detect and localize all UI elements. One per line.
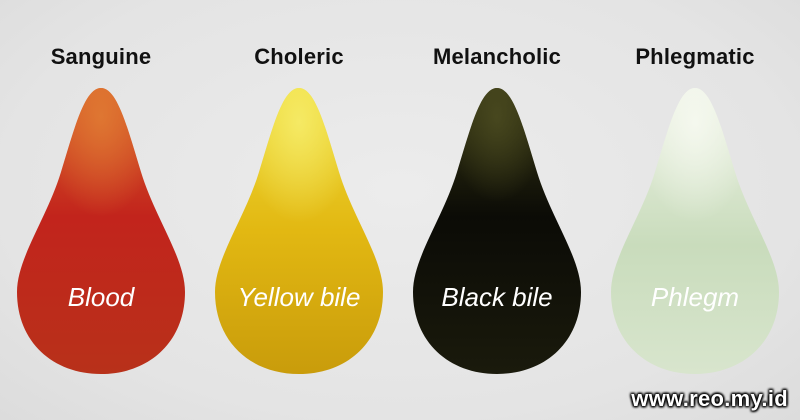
drop-shape bbox=[17, 88, 185, 374]
temperament-title: Melancholic bbox=[432, 44, 562, 69]
fluid-label: Phlegm bbox=[650, 282, 740, 312]
fluid-label: Yellow bile bbox=[237, 282, 361, 312]
fluid-label: Black bile bbox=[441, 282, 553, 312]
drop-shape bbox=[611, 88, 779, 374]
temperament-title: Choleric bbox=[254, 44, 344, 69]
temperament-title: Sanguine bbox=[50, 44, 152, 69]
drop-shape bbox=[413, 88, 581, 374]
humor-melancholic: Melancholic Black bile bbox=[402, 0, 592, 420]
drop-shape bbox=[215, 88, 383, 374]
blood-drop: Blood bbox=[13, 86, 189, 376]
fluid-label: Blood bbox=[67, 282, 135, 312]
watermark: www.reo.my.id bbox=[631, 386, 788, 411]
black-bile-drop: Black bile bbox=[409, 86, 585, 376]
humor-sanguine: Sanguine Blood bbox=[6, 0, 196, 420]
temperament-title: Phlegmatic bbox=[635, 44, 755, 69]
yellow-bile-drop: Yellow bile bbox=[211, 86, 387, 376]
phlegm-drop: Phlegm bbox=[607, 86, 783, 376]
humor-phlegmatic: Phlegmatic Phlegm bbox=[600, 0, 790, 420]
humor-choleric: Choleric Yellow bile bbox=[204, 0, 394, 420]
